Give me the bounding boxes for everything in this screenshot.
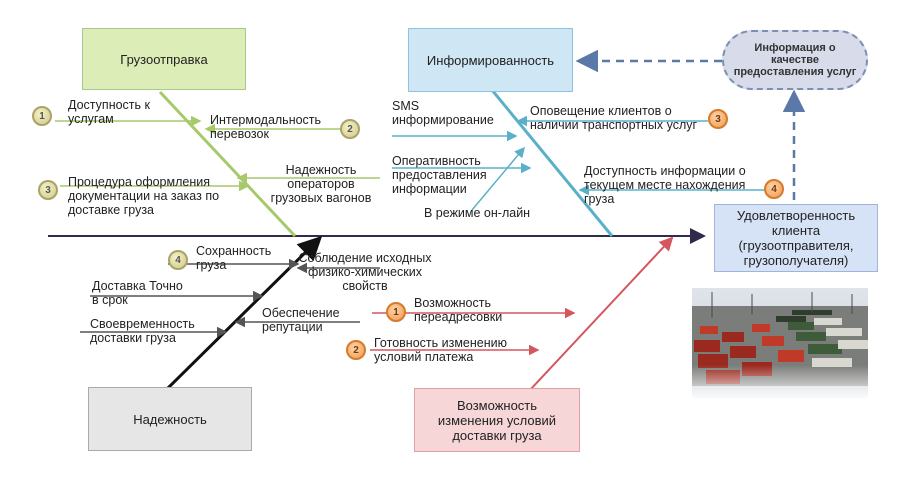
badge-readdress: 1	[386, 302, 406, 322]
badge-intermodal: 2	[340, 119, 360, 139]
reliability-box: Надежность	[88, 387, 252, 451]
shipping-label: Грузоотправка	[120, 51, 208, 67]
information-label: Информированность	[426, 52, 555, 68]
shipping-box: Грузоотправка	[82, 28, 246, 90]
reliability-label: Надежность	[133, 411, 207, 427]
factor-timeliness: Своевременность доставки груза	[90, 317, 195, 345]
shipping-bone	[158, 90, 297, 238]
feedback-label: Информация о качестве предоставления усл…	[733, 42, 857, 78]
outcome-box: Удовлетворенность клиента (грузоотправит…	[714, 204, 878, 272]
conditions-box: Возможность изменения условий доставки г…	[414, 388, 580, 452]
conditions-bone	[529, 236, 674, 391]
factor-payment-change: Готовность изменению условий платежа	[374, 336, 507, 364]
badge-safety: 4	[168, 250, 188, 270]
factor-sms: SMS информирование	[392, 99, 494, 127]
factor-reputation: Обеспечение репутации	[262, 306, 340, 334]
rail-yard-photo	[692, 288, 868, 398]
factor-notify-vehicles: Оповещение клиентов о наличии транспортн…	[530, 104, 698, 132]
badge-payment-change: 2	[346, 340, 366, 360]
factor-physchem: Соблюдение исходных физико-химических св…	[298, 251, 432, 293]
outcome-label: Удовлетворенность клиента (грузоотправит…	[736, 208, 856, 268]
factor-intermodal: Интермодальность перевозок	[210, 113, 322, 141]
factor-readdress: Возможность переадресовки	[414, 296, 503, 324]
factor-on-time: Доставка Точно в срок	[92, 279, 183, 307]
factor-order-procedure: Процедура оформления документации на зак…	[68, 175, 220, 217]
information-bone	[490, 89, 614, 237]
badge-order-procedure: 3	[38, 180, 58, 200]
badge-access-location: 4	[764, 179, 784, 199]
factor-access-services: Доступность к услугам	[68, 98, 150, 126]
feedback-box: Информация о качестве предоставления усл…	[722, 30, 868, 90]
factor-safety: Сохранность груза	[196, 244, 272, 272]
factor-online: В режиме он-лайн	[424, 206, 531, 220]
factor-access-location: Доступность информации о текущем месте н…	[584, 164, 746, 206]
factor-operative-info: Оперативность предоставления информации	[392, 154, 487, 196]
badge-access-services: 1	[32, 106, 52, 126]
information-box: Информированность	[408, 28, 573, 92]
conditions-label: Возможность изменения условий доставки г…	[437, 397, 557, 443]
badge-notify-vehicles: 3	[708, 109, 728, 129]
factor-reliability-operators: Надежность операторов грузовых вагонов	[270, 163, 372, 205]
